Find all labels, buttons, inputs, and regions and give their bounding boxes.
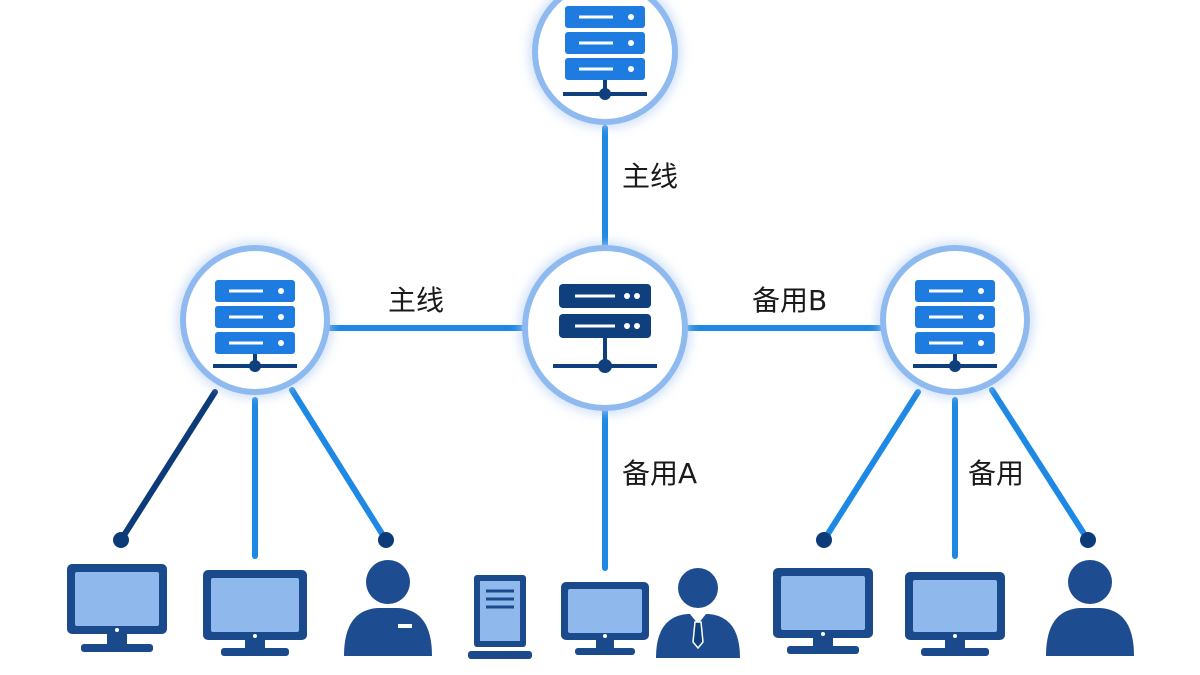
person-icon — [344, 560, 432, 656]
server-node-left — [180, 245, 330, 395]
edge-label-center-right: 备用B — [752, 284, 827, 317]
client-person-3 — [1046, 560, 1134, 656]
edge-right-client-1 — [821, 389, 921, 543]
server-icon — [563, 6, 647, 100]
edge-right-client-3 — [989, 387, 1091, 543]
server-node-center — [522, 245, 688, 411]
edge-left-client-1 — [118, 389, 218, 543]
edge-right-client-3-dot — [1080, 532, 1096, 548]
edge-left-client-3-dot — [378, 532, 394, 548]
server-icon — [553, 284, 657, 373]
monitor-icon — [67, 564, 167, 652]
edge-labels: 主线 主线 备用B 备用A 备用 — [388, 160, 1024, 490]
edge-left-client-3 — [289, 387, 389, 543]
monitor-icon — [203, 570, 307, 656]
server-icon — [213, 280, 297, 372]
client-terminal — [468, 575, 532, 659]
person-tie-icon — [656, 568, 740, 658]
edge-label-top-center: 主线 — [622, 160, 678, 193]
server-node-right — [880, 245, 1030, 395]
edge-label-center-bottom: 备用A — [622, 457, 697, 490]
client-person-2 — [656, 568, 740, 658]
monitor-icon — [561, 582, 649, 655]
client-monitor-2 — [203, 570, 307, 656]
edge-left-client-1-dot — [113, 532, 129, 548]
server-icon — [913, 280, 997, 372]
edge-label-left-center: 主线 — [388, 284, 444, 317]
edges — [113, 125, 1096, 571]
client-person-1 — [344, 560, 432, 656]
edge-label-right-clients: 备用 — [968, 457, 1024, 490]
client-monitor-5 — [905, 572, 1005, 656]
server-node-top — [532, 0, 678, 125]
monitor-icon — [905, 572, 1005, 656]
client-monitor-4 — [773, 568, 873, 654]
client-monitor-1 — [67, 564, 167, 652]
edge-right-client-1-dot — [816, 532, 832, 548]
person-icon — [1046, 560, 1134, 656]
document-terminal-icon — [468, 575, 532, 659]
monitor-icon — [773, 568, 873, 654]
client-monitor-3 — [561, 582, 649, 655]
